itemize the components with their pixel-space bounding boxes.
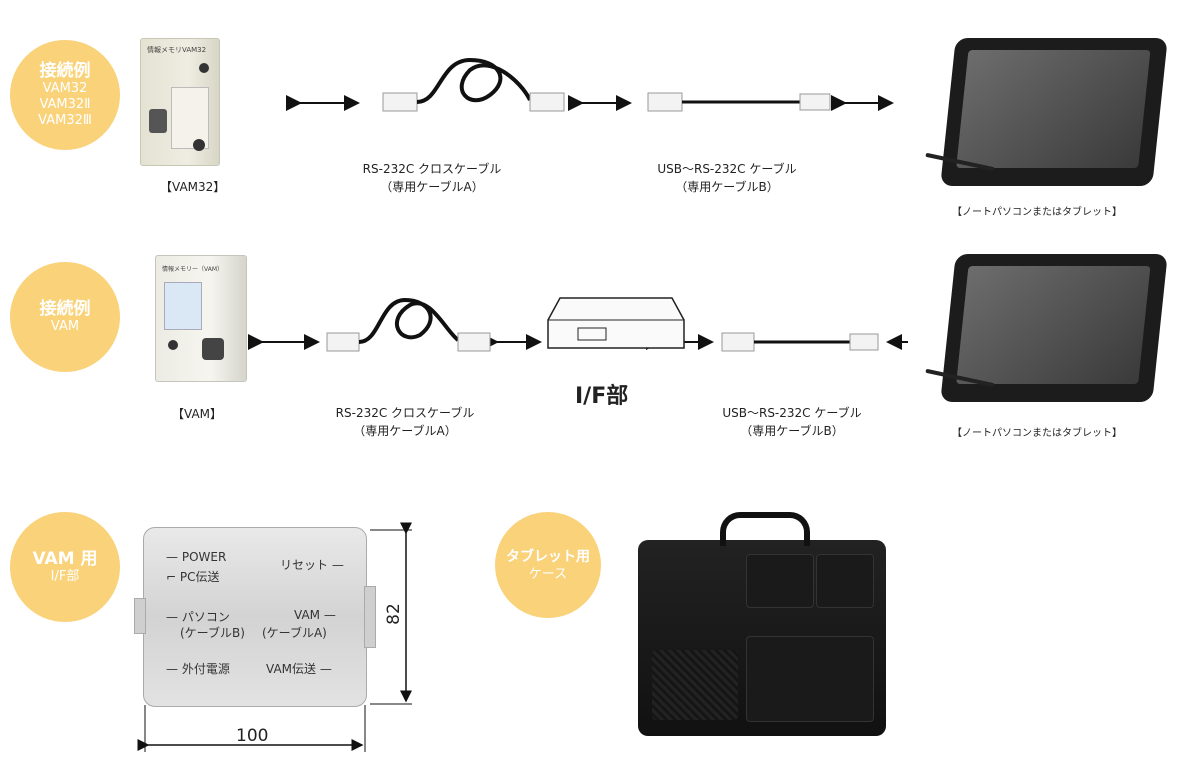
label-vam-transmit: VAM伝送 — [266, 662, 332, 676]
cable-b-caption: USB～RS-232C ケーブル （専用ケーブルB） [712, 404, 872, 440]
badge-line: VAM [50, 319, 80, 334]
left-connector [134, 598, 146, 634]
interface-box-face: — POWER ⌐ PC伝送 リセット — — パソコン (ケーブルB) VAM… [143, 527, 367, 707]
vam32-device-image: 情報メモリVAM32 [140, 38, 220, 166]
badge-line: VAM32Ⅱ [39, 97, 91, 112]
label-cable-b: (ケーブルB) [180, 626, 245, 640]
label-vam: VAM — [294, 608, 336, 622]
badge-title: 接続例 [39, 61, 91, 81]
cable-b-name: USB～RS-232C ケーブル [657, 162, 797, 176]
label-ext-power: — 外付電源 [166, 662, 230, 676]
cable-a-caption: RS-232C クロスケーブル （専用ケーブルA） [352, 160, 512, 196]
label-pc-transmit: ⌐ PC伝送 [166, 570, 220, 584]
cable-b-sub: （専用ケーブルB） [740, 424, 844, 438]
interface-box-image [547, 297, 685, 349]
right-connector [364, 586, 376, 648]
cable-b-name: USB～RS-232C ケーブル [722, 406, 862, 420]
cable-a-name: RS-232C クロスケーブル [362, 162, 502, 176]
cable-a-image [326, 297, 491, 352]
label-cable-a: (ケーブルA) [262, 626, 327, 640]
tablet-caption: 【ノートパソコンまたはタブレット】 [952, 428, 1122, 439]
tablet-caption: 【ノートパソコンまたはタブレット】 [952, 207, 1122, 218]
cable-b-sub: （専用ケーブルB） [675, 180, 779, 194]
tablet-case-image [638, 540, 886, 736]
badge-tablet-case: タブレット用 ケース [495, 512, 601, 618]
interface-label: I/F部 [575, 384, 629, 409]
badge-connection-example-2: 接続例 VAM [10, 262, 120, 372]
badge-vam-interface: VAM 用 I/F部 [10, 512, 120, 622]
cable-a-image [382, 57, 565, 112]
dimension-height-label: 82 [383, 603, 404, 625]
cable-b-caption: USB～RS-232C ケーブル （専用ケーブルB） [647, 160, 807, 196]
device-caption-vam: 【VAM】 [172, 407, 223, 421]
device-label: 情報メモリー（VAM） [162, 266, 224, 273]
cable-b-image [647, 92, 831, 112]
device-caption-vam32: 【VAM32】 [160, 180, 226, 194]
device-label: 情報メモリVAM32 [147, 46, 207, 54]
badge-title: 接続例 [39, 299, 91, 319]
badge-line: VAM32Ⅲ [38, 113, 92, 128]
badge-line: VAM32 [42, 81, 88, 96]
vam-device-image: 情報メモリー（VAM） [155, 255, 247, 382]
label-pc: — パソコン [166, 610, 230, 624]
cable-a-name: RS-232C クロスケーブル [335, 406, 475, 420]
badge-title: VAM 用 [32, 549, 98, 569]
badge-sub: ケース [528, 567, 568, 582]
cable-a-caption: RS-232C クロスケーブル （専用ケーブルA） [325, 404, 485, 440]
badge-sub: I/F部 [50, 569, 80, 584]
label-reset: リセット — [280, 558, 344, 572]
badge-title: タブレット用 [506, 549, 590, 565]
label-power: — POWER [166, 550, 227, 564]
cable-a-sub: （専用ケーブルA） [353, 424, 457, 438]
cable-a-sub: （専用ケーブルA） [380, 180, 484, 194]
cable-b-image [721, 332, 879, 352]
dimension-width-label: 100 [236, 726, 269, 746]
case-handle [720, 512, 810, 546]
badge-connection-example-1: 接続例 VAM32 VAM32Ⅱ VAM32Ⅲ [10, 40, 120, 150]
